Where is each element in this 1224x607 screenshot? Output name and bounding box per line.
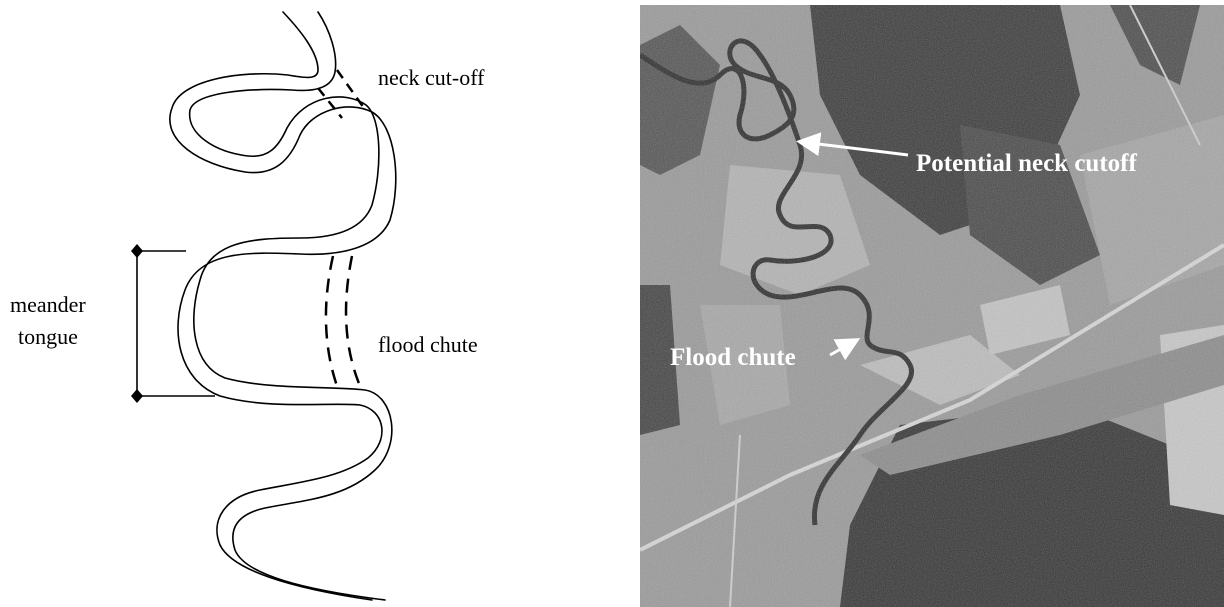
river-bank-outer <box>170 12 396 600</box>
flood-chute-dash-2 <box>346 256 360 386</box>
label-neck-cutoff: neck cut-off <box>378 65 485 90</box>
flood-chute-dash-1 <box>326 256 337 386</box>
meander-diagram: neck cut-off meander tongue flood chute <box>0 0 600 607</box>
label-meander-tongue-2: tongue <box>18 324 78 349</box>
river-bank-inner <box>190 12 392 600</box>
neck-cutoff-dash-2 <box>337 70 364 108</box>
label-meander-tongue-1: meander <box>10 292 86 317</box>
label-potential-neck-cutoff: Potential neck cutoff <box>916 150 1137 177</box>
aerial-photo: Potential neck cutoff Flood chute <box>640 5 1224 607</box>
label-flood-chute: flood chute <box>378 332 478 357</box>
tongue-bracket-top-diamond <box>131 244 143 258</box>
label-photo-flood-chute: Flood chute <box>670 344 796 371</box>
tongue-bracket-bottom-diamond <box>131 389 143 403</box>
